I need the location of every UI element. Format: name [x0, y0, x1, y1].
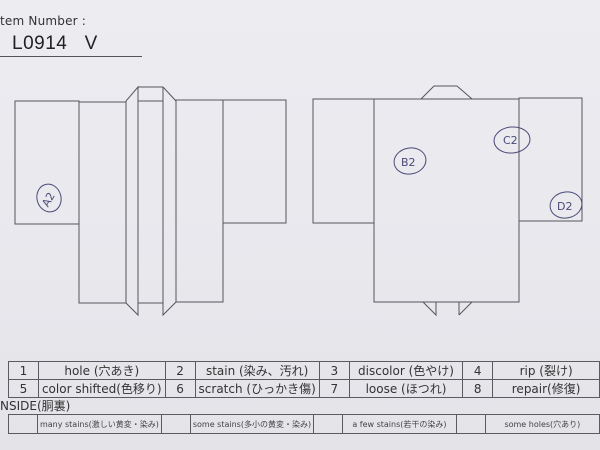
legend-label: color shifted(色移り)	[37, 379, 166, 398]
inside-section-title: NSIDE(胴裏)	[0, 399, 71, 413]
legend-num: 2	[164, 361, 196, 380]
front-right-sleeve	[222, 99, 287, 224]
annotation-circle-b2	[393, 147, 427, 175]
back-view	[312, 85, 583, 317]
inside-condition-table: many stains(激しい黄変・染み) some stains(多小の黄変・…	[8, 414, 600, 434]
legend-row: 1 hole (穴あき) 2 stain (染み、汚れ) 3 discolor …	[8, 361, 600, 380]
item-number-label: tem Number :	[0, 14, 87, 28]
legend-num: 5	[8, 379, 39, 398]
back-collar-top	[420, 85, 473, 100]
annotation-circle-d2	[549, 191, 583, 219]
item-number-underline	[0, 56, 142, 57]
front-left-panel	[78, 101, 127, 304]
annotation-circle-c2	[493, 126, 531, 154]
legend-num: 7	[318, 379, 350, 398]
inside-checkbox-some-stains[interactable]	[160, 414, 191, 434]
annotation-a2: A2	[39, 190, 58, 209]
inside-checkbox-few-stains[interactable]	[313, 414, 344, 434]
back-left-sleeve	[312, 98, 375, 224]
inside-label-some-holes: some holes(穴あり)	[484, 414, 600, 434]
front-view	[14, 85, 287, 317]
legend-num: 1	[8, 361, 39, 380]
item-number-value: L0914 V	[12, 33, 98, 54]
legend-num: 6	[164, 379, 196, 398]
legend-label: hole (穴あき)	[37, 361, 166, 380]
legend-num: 3	[318, 361, 350, 380]
legend-row: 5 color shifted(色移り) 6 scratch (ひっかき傷) 7…	[8, 379, 600, 398]
annotation-circle-a2	[36, 183, 62, 213]
annotation-c2: C2	[503, 134, 518, 147]
damage-legend-table: 1 hole (穴あき) 2 stain (染み、汚れ) 3 discolor …	[8, 361, 600, 398]
handwritten-annotations	[36, 126, 583, 219]
legend-label: discolor (色やけ)	[348, 361, 464, 380]
legend-label: loose (ほつれ)	[348, 379, 464, 398]
front-right-panel	[175, 99, 224, 303]
annotation-b2: B2	[401, 156, 416, 169]
legend-label: scratch (ひっかき傷)	[194, 379, 320, 398]
inside-label-many-stains: many stains(激しい黄変・染み)	[36, 414, 162, 434]
legend-label: stain (染み、汚れ)	[194, 361, 320, 380]
inside-checkbox-many-stains[interactable]	[8, 414, 38, 434]
front-collar-right-outer	[162, 86, 177, 317]
annotation-d2: D2	[557, 200, 572, 213]
back-hem-point-left	[422, 301, 437, 317]
inside-row: many stains(激しい黄変・染み) some stains(多小の黄変・…	[8, 414, 600, 434]
inside-label-some-stains: some stains(多小の黄変・染み)	[189, 414, 315, 434]
back-right-sleeve	[518, 97, 583, 222]
back-hem-point-right	[458, 301, 473, 316]
legend-label: rip (裂け)	[492, 361, 600, 380]
legend-label: repair(修復)	[492, 379, 600, 398]
inside-checkbox-some-holes[interactable]	[455, 414, 486, 434]
annotation-labels: A2 B2 C2 D2	[39, 134, 572, 213]
back-body	[373, 98, 520, 303]
legend-num: 4	[462, 361, 494, 380]
front-collar-left-outer	[125, 85, 139, 317]
inside-label-few-stains: a few stains(若干の染み)	[342, 414, 457, 434]
legend-num: 8	[462, 379, 494, 398]
